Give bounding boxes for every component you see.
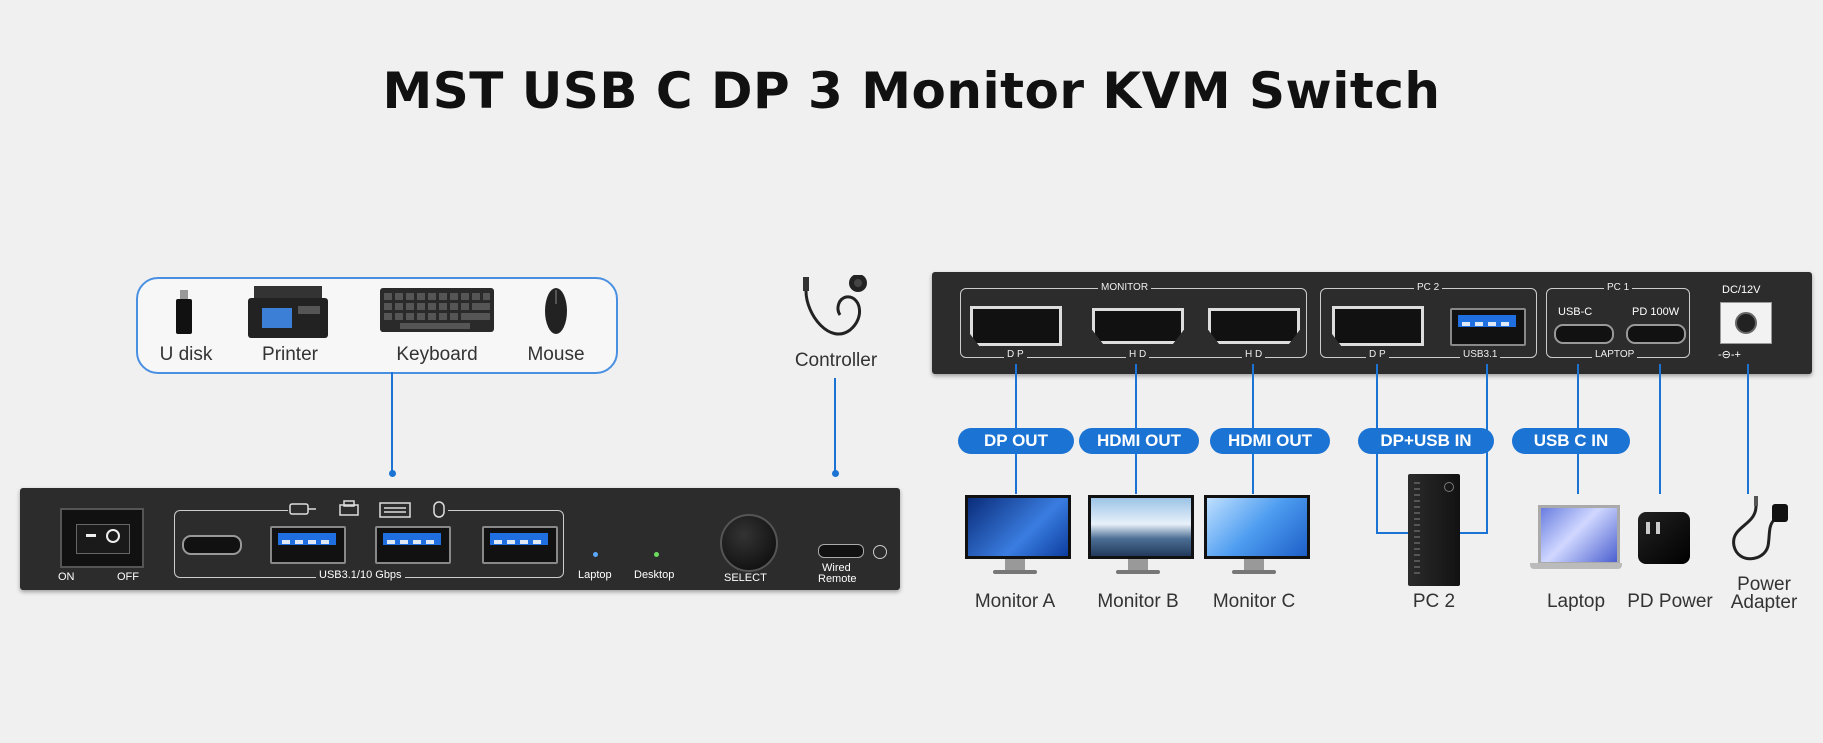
controller-connector-line (834, 378, 836, 472)
pd-charger-icon (1638, 512, 1690, 564)
front-usb-a-port-2[interactable] (375, 526, 451, 564)
rear-dp-port-1[interactable] (970, 306, 1062, 346)
port-label-dp2: D P (1366, 349, 1389, 360)
controller-label: Controller (794, 350, 878, 371)
device-label-power-adapter-1: Power (1737, 574, 1791, 595)
device-label-power-adapter-2: Adapter (1730, 592, 1798, 613)
pc1-group-label: PC 1 (1604, 282, 1633, 293)
power-switch[interactable] (60, 508, 144, 568)
device-label-monitor-c: Monitor C (1212, 591, 1296, 612)
device-label-laptop: Laptop (1546, 591, 1606, 612)
monitor-b-stand (1128, 559, 1148, 571)
hdmi-out-1-badge: HDMI OUT (1079, 428, 1199, 454)
wired-remote-label-1: Wired (822, 562, 851, 574)
rear-hdmi-port-2[interactable] (1208, 308, 1300, 344)
peripheral-connector-line (391, 372, 393, 472)
monitor-b-base (1116, 570, 1160, 574)
dp-usb-in-badge: DP+USB IN (1358, 428, 1494, 454)
peripheral-label-udisk: U disk (159, 344, 213, 365)
wired-remote-label-2: Remote (818, 573, 857, 585)
peripherals-callout (136, 277, 618, 374)
controller-connector-dot (832, 470, 839, 477)
device-label-pd-power: PD Power (1627, 591, 1713, 612)
power-on-label: ON (58, 571, 75, 583)
port-label-dp1: D P (1004, 349, 1027, 360)
port-label-hd2: H D (1242, 349, 1266, 360)
front-usb-a-port-1[interactable] (270, 526, 346, 564)
rear-hdmi-port-1[interactable] (1092, 308, 1184, 344)
pc-tower-icon (1408, 474, 1460, 586)
mouse-icon (545, 288, 567, 334)
usb-speed-label: USB3.1/10 Gbps (316, 569, 405, 581)
port-label-hd1: H D (1126, 349, 1150, 360)
peripheral-connector-dot (389, 470, 396, 477)
hdmi-out-2-badge: HDMI OUT (1210, 428, 1330, 454)
laptop-group-label: LAPTOP (1592, 349, 1638, 360)
wired-remote-jack[interactable] (873, 545, 887, 559)
peripheral-label-keyboard: Keyboard (396, 344, 478, 365)
page-title: MST USB C DP 3 Monitor KVM Switch (382, 62, 1441, 120)
monitor-a-base (993, 570, 1037, 574)
monitor-group-label: MONITOR (1098, 282, 1152, 293)
usb-type-icons (288, 500, 448, 520)
monitor-c-icon (1204, 495, 1310, 559)
led-laptop-label: Laptop (578, 569, 612, 581)
monitor-b-icon (1088, 495, 1194, 559)
printer-icon (248, 286, 328, 338)
device-label-monitor-b: Monitor B (1097, 591, 1179, 612)
dp-out-badge: DP OUT (958, 428, 1074, 454)
wired-controller-icon (800, 274, 872, 347)
rear-usb-a-port[interactable] (1450, 308, 1526, 346)
led-desktop-label: Desktop (634, 569, 675, 581)
peripheral-label-mouse: Mouse (527, 344, 585, 365)
led-desktop-indicator (654, 552, 659, 557)
dc-label: DC/12V (1722, 284, 1761, 296)
port-label-usbc: USB-C (1558, 306, 1593, 318)
monitor-a-icon (965, 495, 1071, 559)
laptop-icon (1530, 505, 1622, 581)
front-usb-a-port-3[interactable] (482, 526, 558, 564)
device-label-monitor-a: Monitor A (974, 591, 1056, 612)
rear-usbc-port[interactable] (1554, 324, 1614, 344)
monitor-a-stand (1005, 559, 1025, 571)
select-button[interactable] (720, 514, 778, 572)
pc2-group-label: PC 2 (1414, 282, 1443, 293)
monitor-c-stand (1244, 559, 1264, 571)
dc-polarity: -⊖-+ (1718, 349, 1741, 361)
pc1-port-group (1546, 288, 1690, 358)
rear-dp-port-2[interactable] (1332, 306, 1424, 346)
front-usbc-port[interactable] (182, 535, 242, 555)
usb-disk-icon (176, 290, 192, 334)
power-adapter-icon (1724, 496, 1790, 568)
wired-remote-port[interactable] (818, 544, 864, 558)
power-off-label: OFF (117, 571, 139, 583)
device-label-pc2: PC 2 (1412, 591, 1456, 612)
rear-pd-port[interactable] (1626, 324, 1686, 344)
usb-c-in-badge: USB C IN (1512, 428, 1630, 454)
led-laptop-indicator (593, 552, 598, 557)
pd-power-line (1659, 364, 1661, 494)
peripheral-label-printer: Printer (262, 344, 318, 365)
port-label-usb31: USB3.1 (1460, 349, 1501, 360)
port-label-pd: PD 100W (1632, 306, 1680, 318)
keyboard-icon (380, 288, 494, 332)
dc-adapter-line (1747, 364, 1749, 494)
monitor-c-base (1232, 570, 1276, 574)
dc-power-jack[interactable] (1720, 302, 1772, 344)
select-label: SELECT (724, 572, 767, 584)
